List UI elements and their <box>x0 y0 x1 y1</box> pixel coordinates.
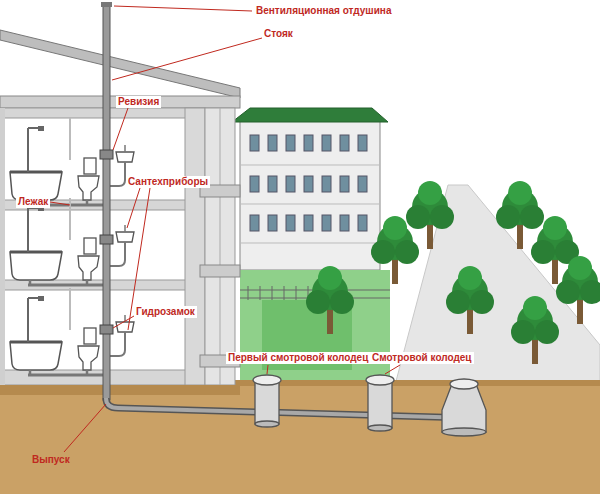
callout-label: Вентиляционная отдушина <box>254 5 393 17</box>
callout-label: Ревизия <box>116 96 161 108</box>
callout-label: Гидрозамок <box>134 306 197 318</box>
callout-label: Смотровой колодец <box>370 352 474 364</box>
callout-label: Лежак <box>16 196 50 208</box>
callout-label: Выпуск <box>30 454 72 466</box>
callout-label: Первый смотровой колодец <box>226 352 370 364</box>
callout-label: Стояк <box>262 28 295 40</box>
callout-label: Сантехприборы <box>126 176 210 188</box>
